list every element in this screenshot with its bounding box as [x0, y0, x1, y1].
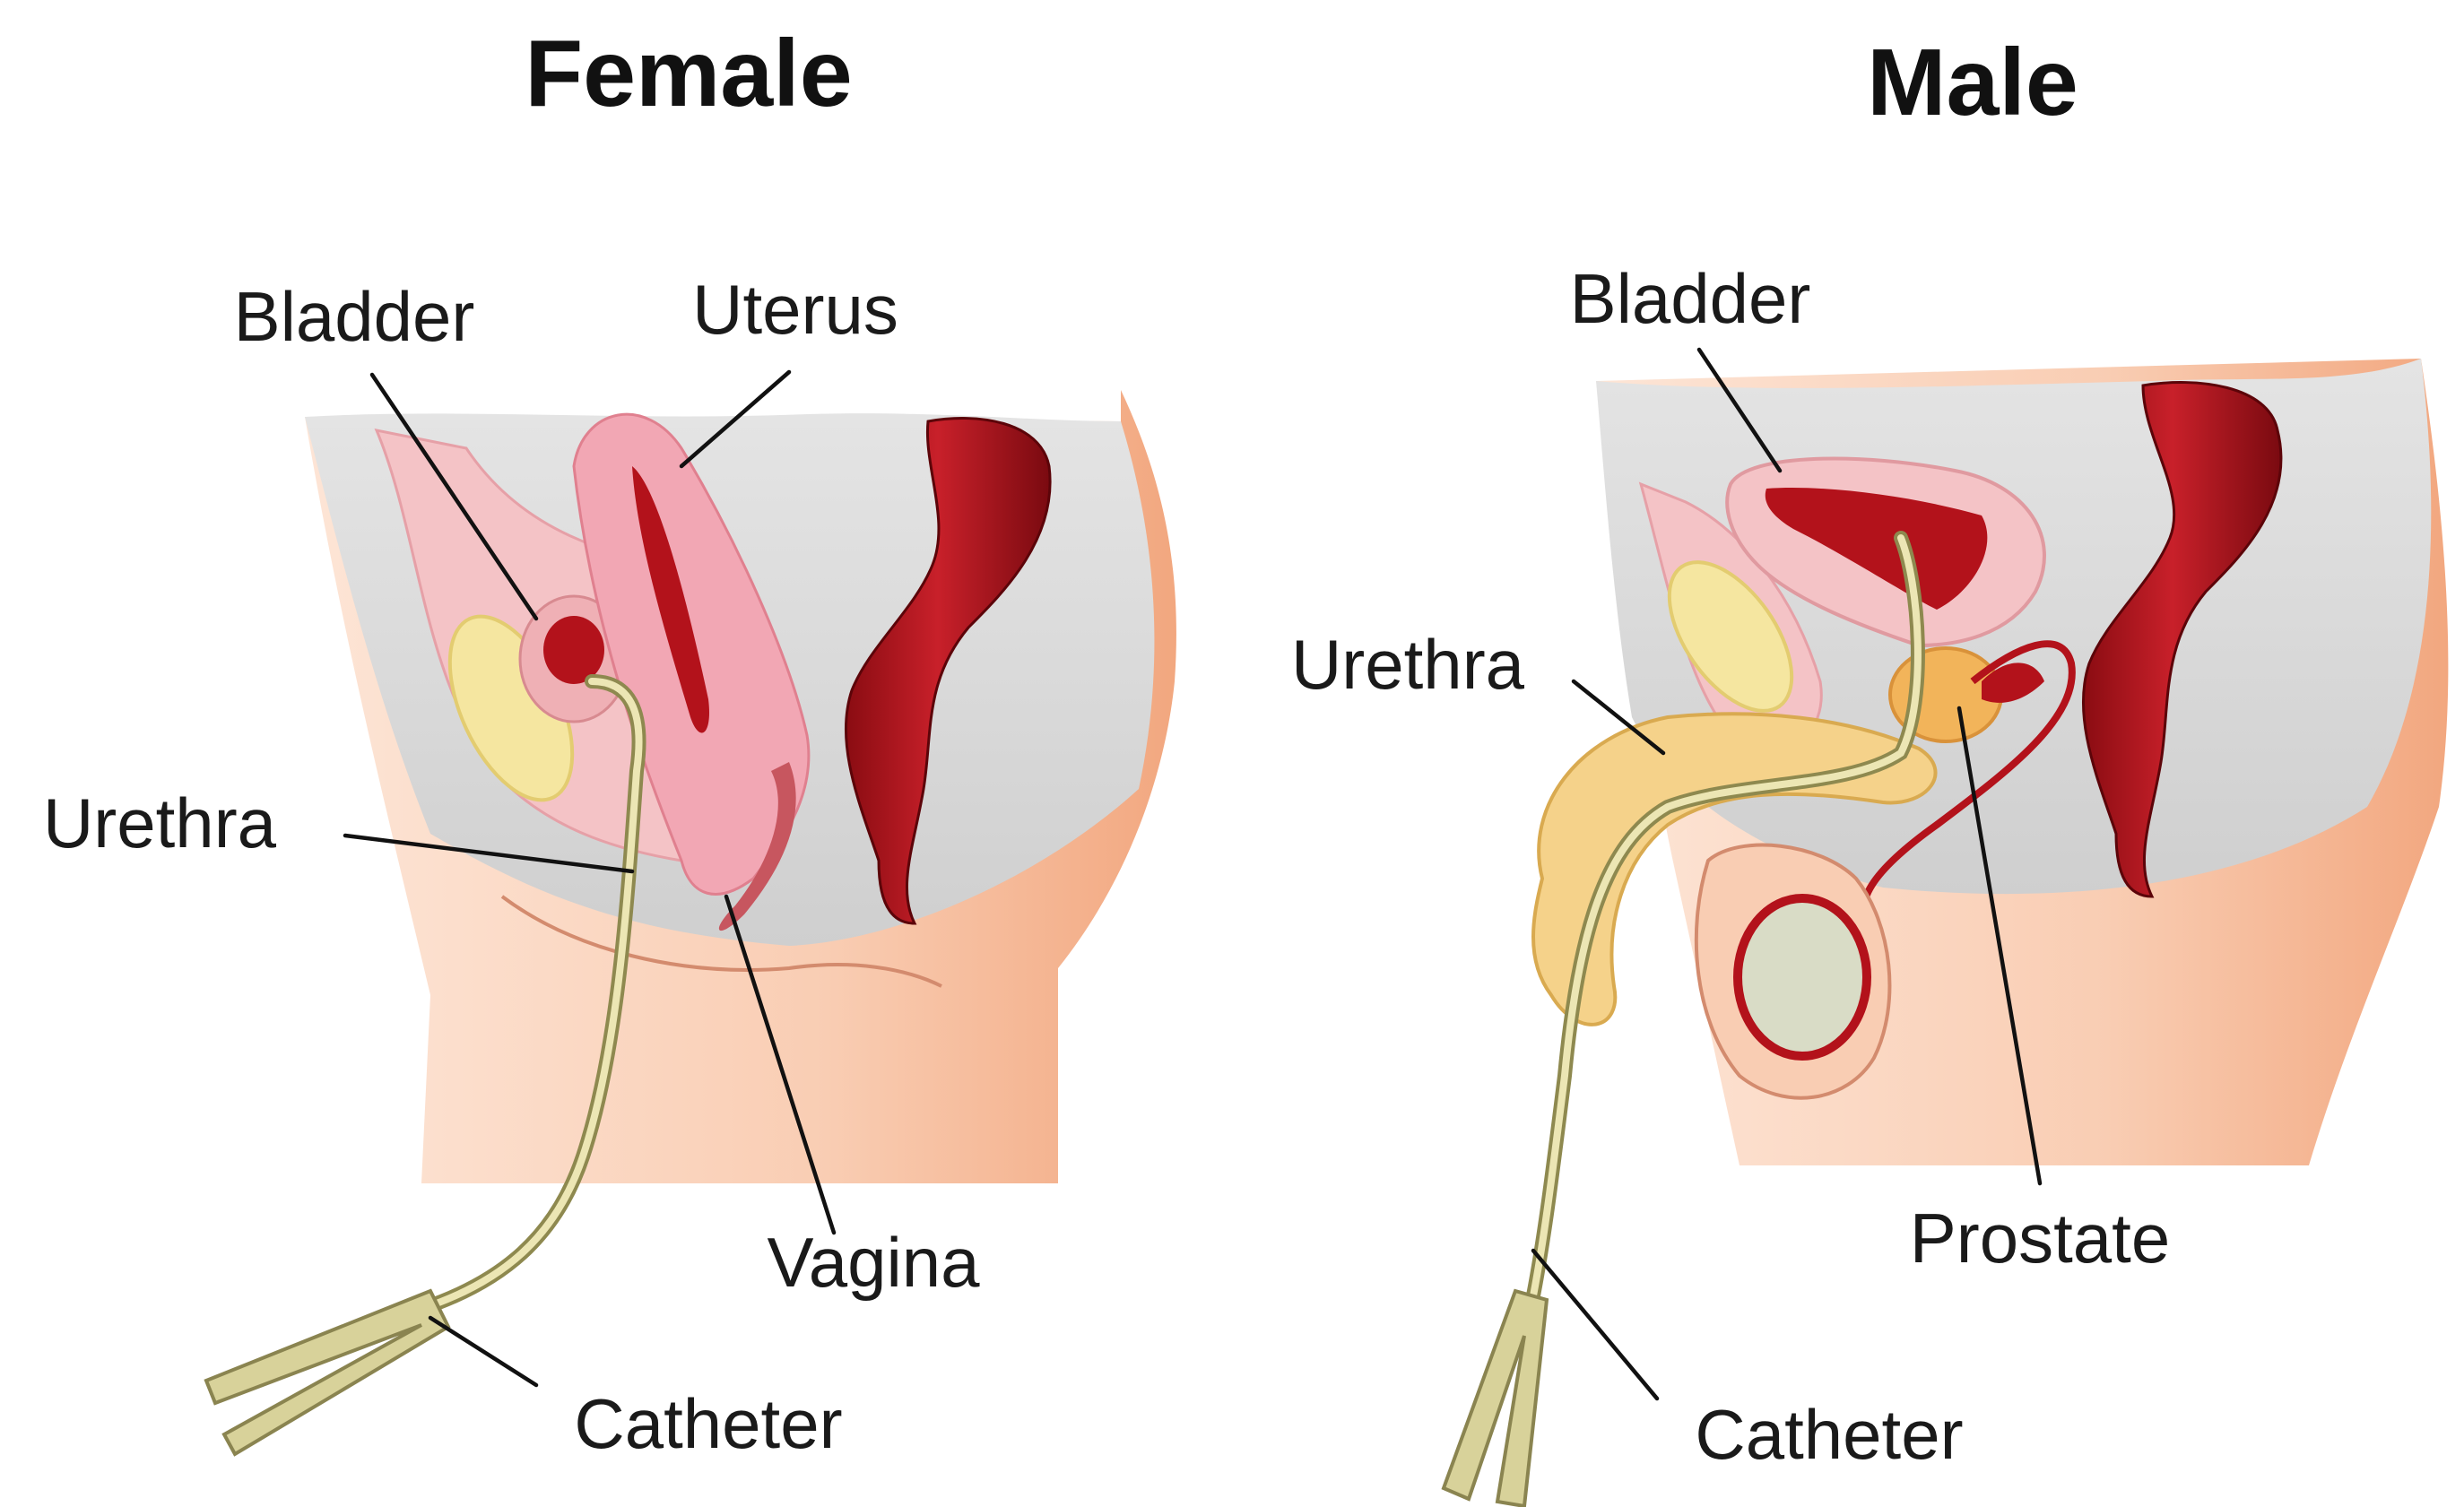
female-urethra-label: Urethra [43, 784, 277, 862]
female-vagina-label: Vagina [767, 1223, 980, 1302]
male-urethra-label: Urethra [1291, 625, 1525, 704]
male-catheter-fitting [1444, 1291, 1547, 1506]
female-bladder-label: Bladder [234, 277, 475, 356]
male-testis [1738, 898, 1867, 1056]
male-title: Male [1867, 30, 2078, 135]
female-catheter-leader [430, 1318, 536, 1385]
female-title: Female [525, 21, 852, 126]
male-bladder-label: Bladder [1570, 259, 1811, 338]
male-catheter-leader [1533, 1251, 1657, 1399]
female-uterus-label: Uterus [692, 270, 898, 349]
female-illustration [206, 390, 1176, 1454]
female-bladder-lumen [543, 616, 604, 684]
female-catheter-label: Catheter [574, 1384, 842, 1463]
male-catheter-label: Catheter [1695, 1395, 1963, 1474]
male-prostate-label: Prostate [1910, 1199, 2170, 1277]
female-catheter-fitting [206, 1291, 448, 1454]
male-illustration [1444, 359, 2448, 1506]
